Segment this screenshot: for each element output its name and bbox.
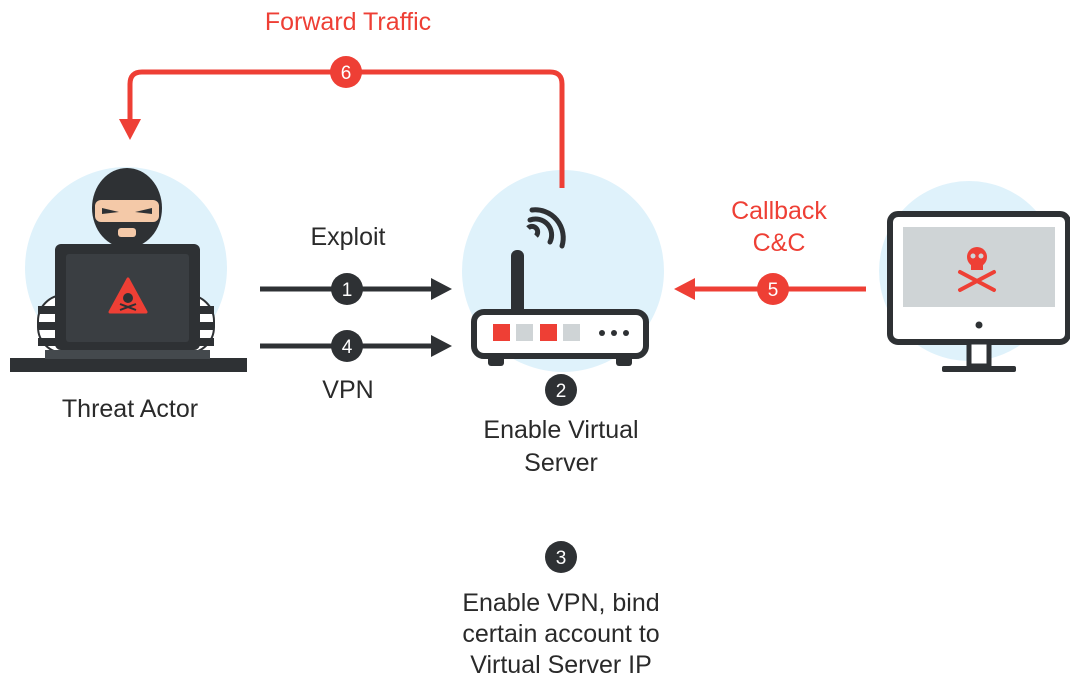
step-number-2: 2 (556, 381, 567, 402)
vpn-label: VPN (322, 376, 374, 404)
hacker-with-laptop-icon (10, 167, 247, 372)
exploit-label: Exploit (310, 223, 386, 251)
step-badge-4: 4 (331, 330, 363, 362)
enable-virtual-label-line2: Server (524, 449, 598, 477)
enable-virtual-label-line1: Enable Virtual (483, 416, 639, 444)
threat-actor-label: Threat Actor (61, 395, 199, 423)
step-badge-3: 3 (545, 541, 577, 573)
step-number-6: 6 (341, 63, 352, 84)
step3-label-line3: Virtual Server IP (470, 651, 652, 679)
step-number-4: 4 (342, 337, 353, 358)
step-badge-2: 2 (545, 374, 577, 406)
forward-traffic-label: Forward Traffic (264, 8, 432, 36)
step3-label-line2: certain account to (462, 620, 660, 648)
step-badge-5: 5 (757, 273, 789, 305)
step-badge-6: 6 (330, 56, 362, 88)
step-number-1: 1 (342, 280, 353, 301)
step-badge-1: 1 (331, 273, 363, 305)
step3-label-line1: Enable VPN, bind (462, 589, 660, 617)
wifi-router-icon (462, 170, 664, 372)
infected-monitor-icon (879, 181, 1070, 372)
forward-traffic-arrow (119, 69, 565, 188)
step-number-3: 3 (556, 548, 567, 569)
callback-label-line2: C&C (752, 229, 806, 257)
callback-label-line1: Callback (731, 197, 827, 225)
step-number-5: 5 (768, 280, 779, 301)
